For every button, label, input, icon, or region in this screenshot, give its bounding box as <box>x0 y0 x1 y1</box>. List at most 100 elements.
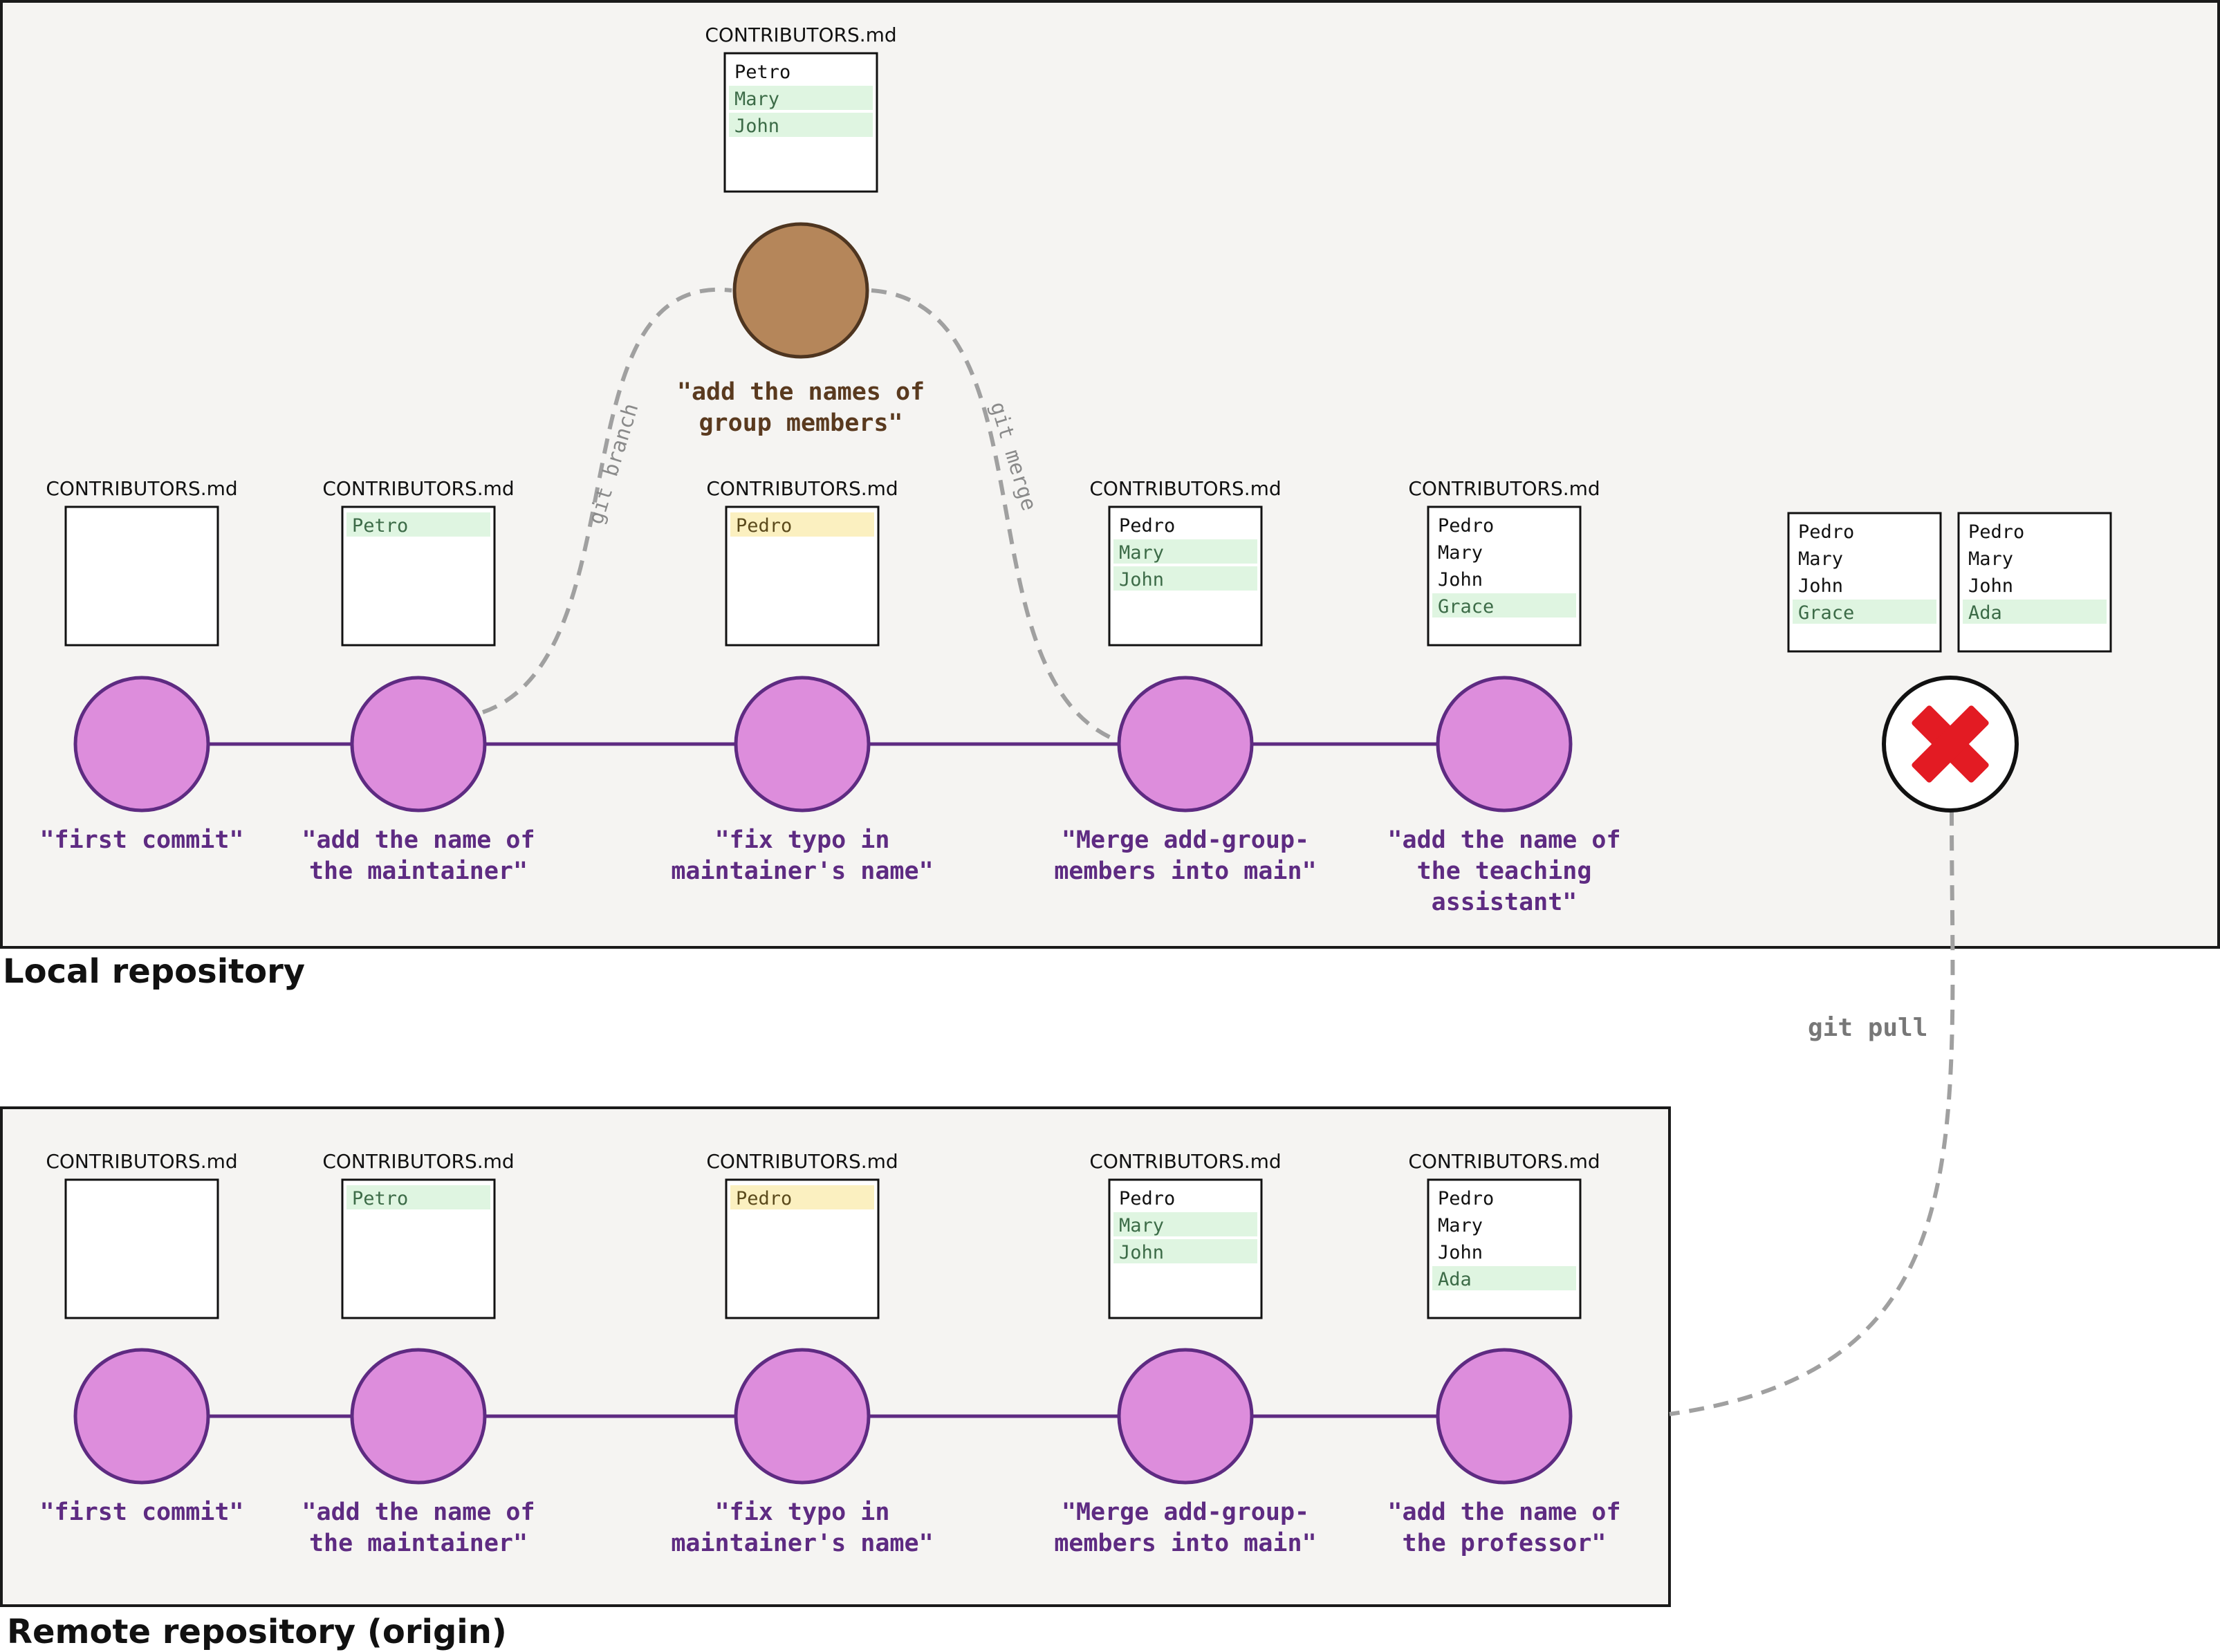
commit-node <box>73 1348 210 1485</box>
added-line-highlight <box>346 512 490 537</box>
added-line-highlight <box>1432 593 1576 618</box>
git-pull-connector <box>1669 810 1955 1416</box>
commit-message-line: members into main" <box>1054 857 1316 885</box>
commit-message-line: "add the name of <box>302 1498 535 1526</box>
commit-message-line: "Merge add-group- <box>1062 826 1309 854</box>
commit-message-line: assistant" <box>1432 889 1578 916</box>
file-line: Ada <box>1438 1269 1472 1290</box>
file-line: John <box>1968 575 2013 597</box>
commit-message-line: the professor" <box>1402 1530 1606 1557</box>
commit-message-line: "fix typo in <box>715 826 890 854</box>
branch-commit-node <box>732 222 869 359</box>
commit-message-line: group members" <box>699 409 903 437</box>
commit-message-line: the teaching <box>1417 857 1592 885</box>
file-box <box>64 505 219 647</box>
added-line-highlight <box>1113 1239 1257 1263</box>
file-box <box>1787 512 1942 653</box>
file-line: Mary <box>1798 548 1843 570</box>
file-name-label: CONTRIBUTORS.md <box>1089 1150 1281 1173</box>
file-line: John <box>1438 569 1483 591</box>
file-line: Pedro <box>736 1188 792 1209</box>
file-line: Pedro <box>1438 515 1494 537</box>
file-line: Mary <box>1438 1215 1483 1236</box>
file-name-label: CONTRIBUTORS.md <box>46 1150 237 1173</box>
file-line: John <box>1798 575 1843 597</box>
file-line: Pedro <box>1798 521 1854 543</box>
added-line-highlight <box>1963 600 2107 624</box>
commit-node <box>350 1348 487 1485</box>
file-name-label: CONTRIBUTORS.md <box>706 477 898 500</box>
file-line: Petro <box>352 515 408 537</box>
local-repository-label: Local repository <box>3 952 305 991</box>
commit-node <box>1117 1348 1254 1485</box>
file-line: Pedro <box>1968 521 2024 543</box>
file-box <box>1427 505 1582 647</box>
commit-message-line: the maintainer" <box>309 1530 528 1557</box>
file-name-label: CONTRIBUTORS.md <box>46 477 237 500</box>
file-line: John <box>734 115 779 137</box>
commit-message-line: members into main" <box>1054 1530 1316 1557</box>
file-box <box>64 1178 219 1319</box>
added-line-highlight <box>1793 600 1936 624</box>
file-line: John <box>1119 569 1164 591</box>
file-line: Mary <box>1119 542 1164 564</box>
file-line: Mary <box>734 89 779 110</box>
red-x-icon <box>1912 705 1989 783</box>
pull-conflict-node <box>1882 676 2019 813</box>
added-line-highlight <box>1113 566 1257 591</box>
added-line-highlight <box>729 113 873 137</box>
commit-message-line: the maintainer" <box>309 857 528 885</box>
file-line: Mary <box>1438 542 1483 564</box>
remote-commits: CONTRIBUTORS.md "first commit" CONTRIBUTOR… <box>39 1150 1620 1557</box>
git-pull-label: git pull <box>1808 1014 1927 1042</box>
file-line: Ada <box>1968 602 2002 624</box>
commit-node <box>1117 676 1254 813</box>
file-line: Grace <box>1798 602 1854 624</box>
commit-message-line: "Merge add-group- <box>1062 1498 1309 1526</box>
file-line: Mary <box>1968 548 2013 570</box>
file-name-label: CONTRIBUTORS.md <box>1089 477 1281 500</box>
added-line-highlight <box>729 86 873 110</box>
commit-message-line: "add the name of <box>1387 826 1620 854</box>
file-box <box>1427 1178 1582 1319</box>
changed-line-highlight <box>730 512 874 537</box>
file-box <box>1957 512 2112 653</box>
changed-line-highlight <box>730 1185 874 1209</box>
file-line: Petro <box>734 62 790 83</box>
commit-message-line: "add the name of <box>1387 1498 1620 1526</box>
commit-node <box>1436 1348 1573 1485</box>
file-line: Petro <box>352 1188 408 1209</box>
added-line-highlight <box>1113 539 1257 564</box>
commit-message-line: "add the names of <box>677 378 925 406</box>
commit-node <box>1436 676 1573 813</box>
added-line-highlight <box>346 1185 490 1209</box>
commit-message-line: "add the name of <box>302 826 535 854</box>
added-line-highlight <box>1432 1266 1576 1290</box>
file-name-label: CONTRIBUTORS.md <box>706 1150 898 1173</box>
local-commits: CONTRIBUTORS.md "first commit" CONTRIBUTOR… <box>39 477 1620 916</box>
commit-node <box>73 676 210 813</box>
added-line-highlight <box>1113 1212 1257 1236</box>
remote-repository-label: Remote repository (origin) <box>7 1613 507 1651</box>
commit-message-line: "fix typo in <box>715 1498 890 1526</box>
git-branch-connector <box>482 287 732 714</box>
file-line: Mary <box>1119 1215 1164 1236</box>
file-line: John <box>1119 1242 1164 1263</box>
file-line: John <box>1438 1242 1483 1263</box>
file-line: Grace <box>1438 596 1494 618</box>
commit-message-line: "first commit" <box>39 1498 243 1526</box>
commit-message-line: "first commit" <box>39 826 243 854</box>
commit-node <box>350 676 487 813</box>
file-name-label: CONTRIBUTORS.md <box>322 477 514 500</box>
file-name-label: CONTRIBUTORS.md <box>1408 477 1600 500</box>
